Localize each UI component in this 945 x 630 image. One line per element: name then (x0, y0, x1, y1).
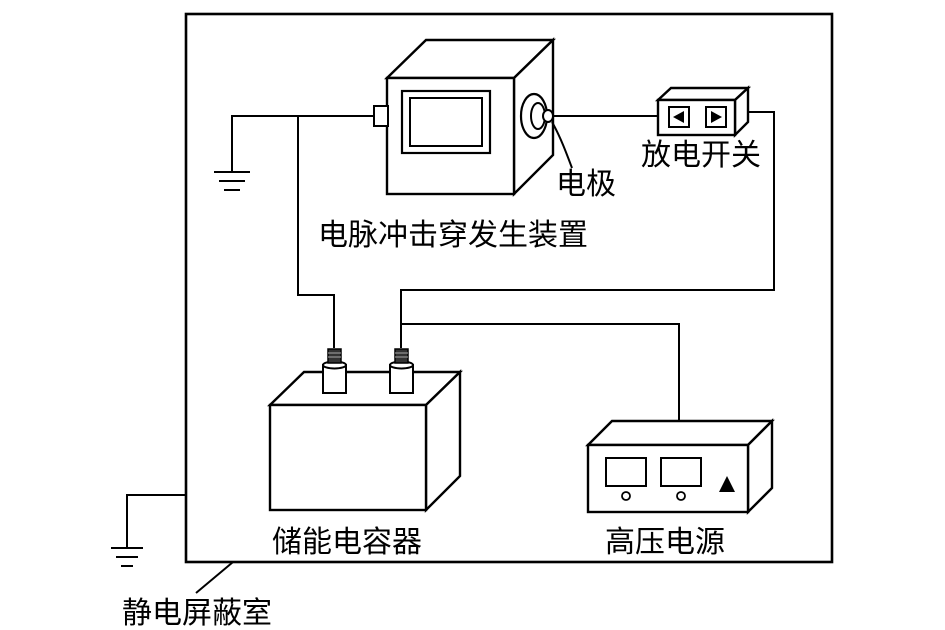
label-capacitor: 储能电容器 (272, 526, 422, 559)
shield-room-leader (195, 561, 234, 594)
device-screen-inner (409, 97, 483, 147)
switch-left-arrow-icon (673, 111, 684, 123)
label-electrode: 电极 (556, 168, 616, 201)
shield-room-box (184, 12, 834, 564)
pulse-device (373, 37, 556, 197)
wire-capacitor-to-hv (401, 323, 680, 420)
hv-knob-right (676, 491, 686, 501)
hv-meter-right (660, 457, 702, 487)
label-hv-source: 高压电源 (605, 526, 725, 559)
switch-right-arrow-icon (711, 111, 722, 123)
wire-switch-to-capacitor (400, 111, 775, 348)
discharge-switch (654, 85, 752, 138)
wire-ground-to-capacitor (297, 116, 335, 348)
hv-meter-left (605, 457, 647, 487)
label-shield-room: 静电屏蔽室 (122, 597, 272, 630)
device-ground (214, 115, 376, 191)
shield-room-ground (111, 494, 186, 567)
device-left-connector (373, 105, 389, 127)
hv-source (585, 418, 775, 515)
capacitor (267, 348, 463, 513)
electrode-leader (551, 121, 573, 169)
label-pulse-device: 电脉冲击穿发生装置 (318, 219, 588, 252)
hv-knob-left (621, 491, 631, 501)
electrode-tip (542, 109, 554, 123)
hv-warning-icon (719, 476, 735, 492)
label-discharge-switch: 放电开关 (641, 139, 761, 172)
